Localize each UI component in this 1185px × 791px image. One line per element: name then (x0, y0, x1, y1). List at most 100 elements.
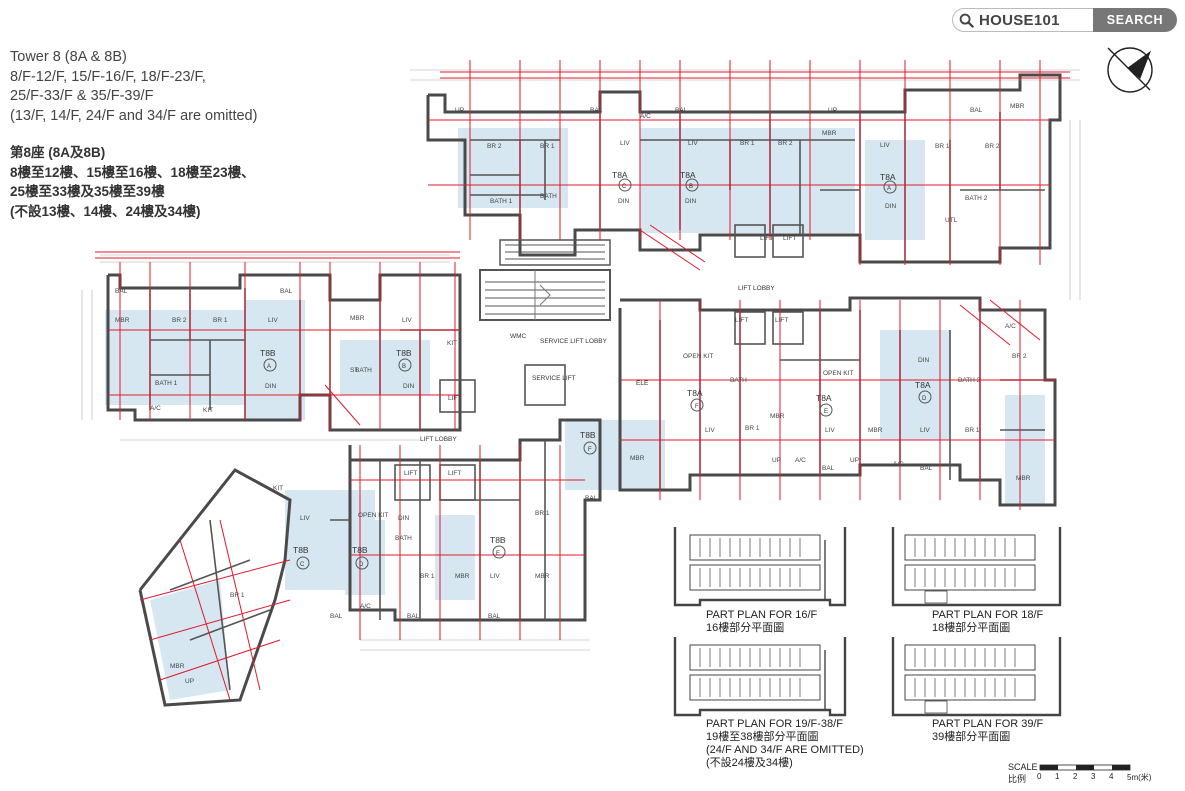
part-plan-en: PART PLAN FOR 18/F (932, 609, 1044, 621)
scale-tick: 4 (1109, 772, 1114, 781)
unit-tower: T8A (816, 393, 832, 403)
room-label: MBR (115, 317, 130, 324)
lift-lobby-label: LIFT LOBBY (738, 285, 775, 292)
room-label: KIT (447, 340, 457, 347)
room-label: MBR (630, 455, 645, 462)
room-label: BAL (488, 613, 501, 620)
room-label: LIFT (760, 235, 773, 242)
flat-markers (263, 178, 932, 570)
room-label: MBR (535, 573, 550, 580)
room-label: BR 2 (1012, 353, 1027, 360)
room-label: OPEN KIT (358, 512, 388, 519)
north-arrow-icon (1107, 47, 1153, 93)
room-label: MBR (868, 427, 883, 434)
unit-flat: E (496, 551, 500, 557)
legend-en-line: 8/F-12/F, 15/F-16/F, 18/F-23/F, (10, 68, 206, 85)
room-label: LIV (300, 515, 310, 522)
room-label: BAL (115, 288, 128, 295)
unit-tower: T8A (880, 172, 896, 182)
unit-flat: A (267, 364, 271, 370)
room-label: BAL (280, 288, 293, 295)
legend-en-line: 25/F-33/F & 35/F-39/F (10, 88, 154, 104)
scale-caption-cn: 比例 (1008, 772, 1026, 785)
room-label: UP (850, 457, 859, 464)
unit-tower: T8B (293, 545, 309, 555)
search-button[interactable]: SEARCH (1093, 8, 1177, 32)
room-label: MBR (822, 130, 837, 137)
room-label: A/C (1005, 323, 1016, 330)
unit-tower: T8A (687, 388, 703, 398)
wmc-label: WMC (510, 333, 527, 340)
room-label: MBR (770, 413, 785, 420)
room-label: UP (772, 457, 781, 464)
part-plan-19-38-caption: PART PLAN FOR 19/F-38/F 19樓至38樓部分平面圖 (24… (706, 718, 864, 770)
room-label: BATH 2 (958, 377, 981, 384)
room-label: BR 1 (740, 140, 755, 147)
room-label: LIV (268, 317, 278, 324)
room-label: KIT (273, 485, 283, 492)
part-plan-18-caption: PART PLAN FOR 18/F 18樓部分平面圖 (932, 609, 1043, 635)
unit-flat: C (300, 562, 305, 568)
legend-cn-line: 8樓至12樓、15樓至16樓、18樓至23樓、 (10, 164, 255, 180)
legend-en-line: (13/F, 14/F, 24/F and 34/F are omitted) (10, 107, 258, 124)
room-label: UTL (945, 217, 958, 224)
room-label: BR 2 (172, 317, 187, 324)
room-label: LIFT (775, 317, 788, 324)
ele-label: ELE (636, 380, 649, 387)
room-label: BR 1 (420, 573, 435, 580)
part-plan-en: PART PLAN FOR 16/F (706, 609, 818, 621)
part-plan-cn: 39樓部分平面圖 (932, 731, 1011, 743)
room-label: BR 2 (487, 143, 502, 150)
room-label: BAL (330, 613, 343, 620)
room-label: BAL (407, 613, 420, 620)
scale-tick: 1 (1055, 772, 1060, 781)
service-lift-lobby-label: SERVICE LIFT LOBBY (540, 338, 608, 345)
search-input[interactable]: HOUSE101 (952, 8, 1093, 32)
lift-lobby-label: LIFT LOBBY (420, 436, 457, 443)
scale-tick: 0 (1037, 772, 1042, 781)
unit-tower: T8B (260, 348, 276, 358)
unit-tower: T8B (580, 430, 596, 440)
part-plan-19-38 (673, 637, 847, 717)
room-label: MBR (170, 663, 185, 670)
room-label: BR 1 (540, 143, 555, 150)
room-label: BAL (822, 465, 835, 472)
room-label: LIV (920, 427, 930, 434)
part-plan-note-en: (24/F AND 34/F ARE OMITTED) (706, 744, 864, 756)
part-plan-18 (891, 527, 1062, 607)
room-label: BAL (970, 107, 983, 114)
part-plan-cn: 18樓部分平面圖 (932, 622, 1011, 634)
room-label: LIFT (783, 235, 796, 242)
room-label: BATH 1 (490, 198, 513, 205)
room-label: OPEN KIT (683, 353, 713, 360)
room-label: LIFT (735, 317, 748, 324)
unit-flat: D (359, 562, 364, 568)
room-label: BATH (730, 377, 747, 384)
room-label: BR 1 (535, 510, 550, 517)
room-label: LIV (688, 140, 698, 147)
room-label: A/C (795, 457, 806, 464)
room-label: MBR (1010, 103, 1025, 110)
room-label: DIN (685, 198, 697, 205)
room-label: A/C (360, 603, 371, 610)
dimension-lines (95, 60, 1070, 701)
unit-tower: T8B (490, 535, 506, 545)
room-label: LIV (705, 427, 715, 434)
room-label: BATH (395, 535, 412, 542)
room-label: BR 1 (965, 427, 980, 434)
room-label: BATH (355, 367, 372, 374)
room-label-layer: T8A T8A T8A T8B T8B T8B T8A T8A T8A T8B … (115, 103, 1031, 685)
room-label: DIN (918, 357, 930, 364)
unit-tower: T8A (680, 170, 696, 180)
room-label: BATH 2 (965, 195, 988, 202)
unit-flat: F (588, 447, 592, 453)
room-label: ST (350, 367, 358, 374)
stair-core (479, 239, 611, 321)
room-label: UP (828, 107, 837, 114)
room-label: DIN (403, 383, 415, 390)
room-label: LIFT (448, 470, 461, 477)
room-label: DIN (398, 515, 410, 522)
room-label: BAL (590, 107, 603, 114)
unit-flat: E (824, 409, 828, 415)
